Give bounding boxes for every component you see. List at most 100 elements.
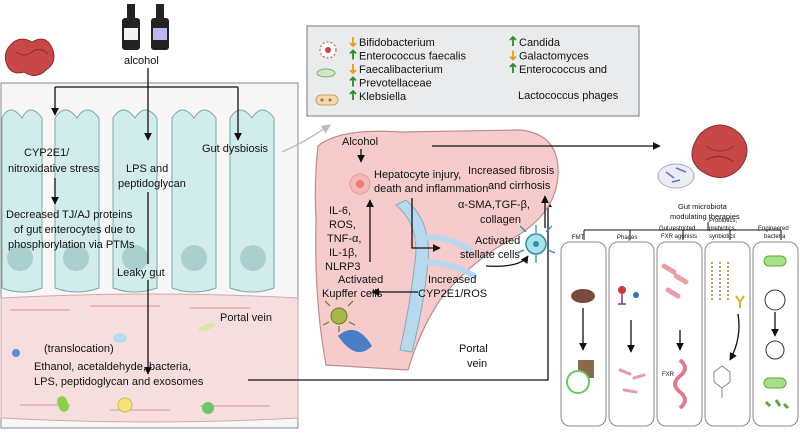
kupffer-line2: Kupffer cells xyxy=(322,288,383,300)
increase-arrow-icon xyxy=(509,35,517,46)
therapy-eng-line1: Engineered xyxy=(758,226,789,232)
legend-box xyxy=(306,25,640,117)
increase-arrow-icon xyxy=(349,49,357,60)
cyp-liver-line1: Increased xyxy=(428,274,476,286)
gut-alcohol-label: alcohol xyxy=(124,55,159,67)
intestine-microbiota-icon xyxy=(657,124,748,189)
cytokine-line: IL-6, xyxy=(329,205,351,217)
fxr-receptor-icon xyxy=(673,358,687,410)
engineered-bacterium-icon xyxy=(763,255,787,267)
legend-microbe-name: Galactomyces xyxy=(519,51,589,63)
therapy-pro-line2: prebiotics, xyxy=(709,226,737,232)
kupffer-line1: Activated xyxy=(338,274,383,286)
therapy-fxr-line2: FXR agonists xyxy=(661,234,697,240)
gallbladder xyxy=(338,329,372,353)
cell-nucleus xyxy=(63,245,89,271)
cell-nucleus xyxy=(181,245,207,271)
enterocyte-cell xyxy=(229,109,275,293)
cell-nucleus xyxy=(7,245,33,271)
gut-dysbiosis-label: Gut dysbiosis xyxy=(202,143,269,155)
gut-tj-line3: phosphorylation via PTMs xyxy=(8,239,135,251)
hepatocyte-line1: Hepatocyte injury, xyxy=(374,169,461,181)
stellate-line2: stellate cells xyxy=(460,249,520,261)
cytokine-line: ROS, xyxy=(329,219,356,231)
gut-lps-line2: peptidoglycan xyxy=(118,178,186,190)
intestine-icon xyxy=(4,38,55,76)
stellate-cell-icon xyxy=(516,225,556,263)
hepatocyte-line2: death and inflammation xyxy=(374,183,488,195)
plasmid-icon xyxy=(764,289,786,311)
increase-arrow-icon xyxy=(349,89,357,100)
therapies-title-line1: Gut microbiota xyxy=(678,202,728,211)
therapy-card-probiotics xyxy=(704,241,751,427)
bacteria-icon xyxy=(315,41,339,106)
phage-icon xyxy=(633,292,639,298)
portal-liver-line1: Portal xyxy=(459,343,488,355)
gut-cyp-line1: CYP2E1/ xyxy=(24,147,70,159)
legend-phages-line2: Lactococcus phages xyxy=(518,90,619,102)
increase-arrow-icon xyxy=(509,62,517,73)
sma-line1: α-SMA,TGF-β, xyxy=(458,199,530,211)
therapy-pro-line3: synbiotics xyxy=(709,234,735,240)
cyp-liver-line2: CYP2E1/ROS xyxy=(418,288,487,300)
stellate-line1: Activated xyxy=(475,235,520,247)
phage-icon xyxy=(618,286,626,294)
gut-ethanol-line2: LPS, peptidoglycan and exosomes xyxy=(34,376,204,388)
gut-epithelium xyxy=(1,109,275,293)
legend-microbe-name: Bifidobacterium xyxy=(359,37,435,49)
hepatic-branch xyxy=(415,234,477,279)
portal-liver-line2: vein xyxy=(467,358,487,370)
therapies-tree xyxy=(583,222,782,240)
gut-portal-vein-label: Portal vein xyxy=(220,312,272,324)
gut-tj-line1: Decreased TJ/AJ proteins xyxy=(6,209,133,221)
liver-alcohol-label: Alcohol xyxy=(342,136,378,148)
enterocyte-cell xyxy=(54,109,100,293)
gut-panel: alcohol CYP2E1/ nitroxidative stress Dec… xyxy=(0,4,299,429)
enterocyte-cell xyxy=(171,109,217,293)
bacterium-icon xyxy=(117,397,133,413)
bacterium-icon xyxy=(12,349,20,357)
decrease-arrow-icon xyxy=(349,64,357,75)
gut-translocation-label: (translocation) xyxy=(44,343,114,355)
fibrosis-line2: and cirrhosis xyxy=(488,180,551,192)
probiotic-strands-icon xyxy=(711,262,729,302)
cell-nucleus xyxy=(240,245,266,271)
legend-microbe-name: Enterococcus faecalis xyxy=(359,51,466,63)
gut-tj-line2: of gut enterocytes due to xyxy=(14,224,135,236)
therapy-eng-line2: bacteria xyxy=(764,234,786,240)
phage-tail xyxy=(618,294,626,305)
legend-microbe-name: Klebsiella xyxy=(359,91,407,103)
enterocyte-cell xyxy=(1,109,43,293)
secreted-products-icon xyxy=(764,399,790,410)
wine-bottles-icon xyxy=(122,4,169,50)
vessel-stripes xyxy=(10,305,270,411)
therapies-title-line2: modulating therapies xyxy=(670,212,740,221)
cytokine-line: IL-1β, xyxy=(329,247,357,259)
legend-microbe-name: Faecalibacterium xyxy=(359,64,443,76)
legend-microbe-name: Prevotellaceae xyxy=(359,78,432,90)
decrease-arrow-icon xyxy=(349,37,357,48)
portal-vein-vessel xyxy=(0,293,299,423)
hepatocyte-nucleus xyxy=(356,180,364,188)
gut-ethanol-line1: Ethanol, acetaldehyde, bacteria, xyxy=(34,361,191,373)
fxr-agonist-icon xyxy=(661,263,689,299)
increase-arrow-icon xyxy=(349,76,357,87)
cell-nucleus xyxy=(122,245,148,271)
stool-icon xyxy=(571,289,595,303)
therapy-fmt-label: FMT xyxy=(572,235,585,241)
gut-cyp-line2: nitroxidative stress xyxy=(8,163,100,175)
cytokine-line: TNF-α, xyxy=(327,233,361,245)
therapy-pro-line1: Probiotics, xyxy=(709,218,737,224)
gut-leaky-label: Leaky gut xyxy=(117,267,165,279)
sma-line2: collagen xyxy=(480,214,521,226)
decrease-arrow-icon xyxy=(509,50,517,61)
bacterium-icon xyxy=(198,322,216,332)
microbiota-icon xyxy=(566,370,590,394)
therapy-fxr-line1: Gut-restricted xyxy=(659,226,695,232)
translocation-arrow xyxy=(248,199,552,381)
kupffer-cell-icon xyxy=(322,300,356,332)
dysbiosis-connector xyxy=(281,124,331,153)
